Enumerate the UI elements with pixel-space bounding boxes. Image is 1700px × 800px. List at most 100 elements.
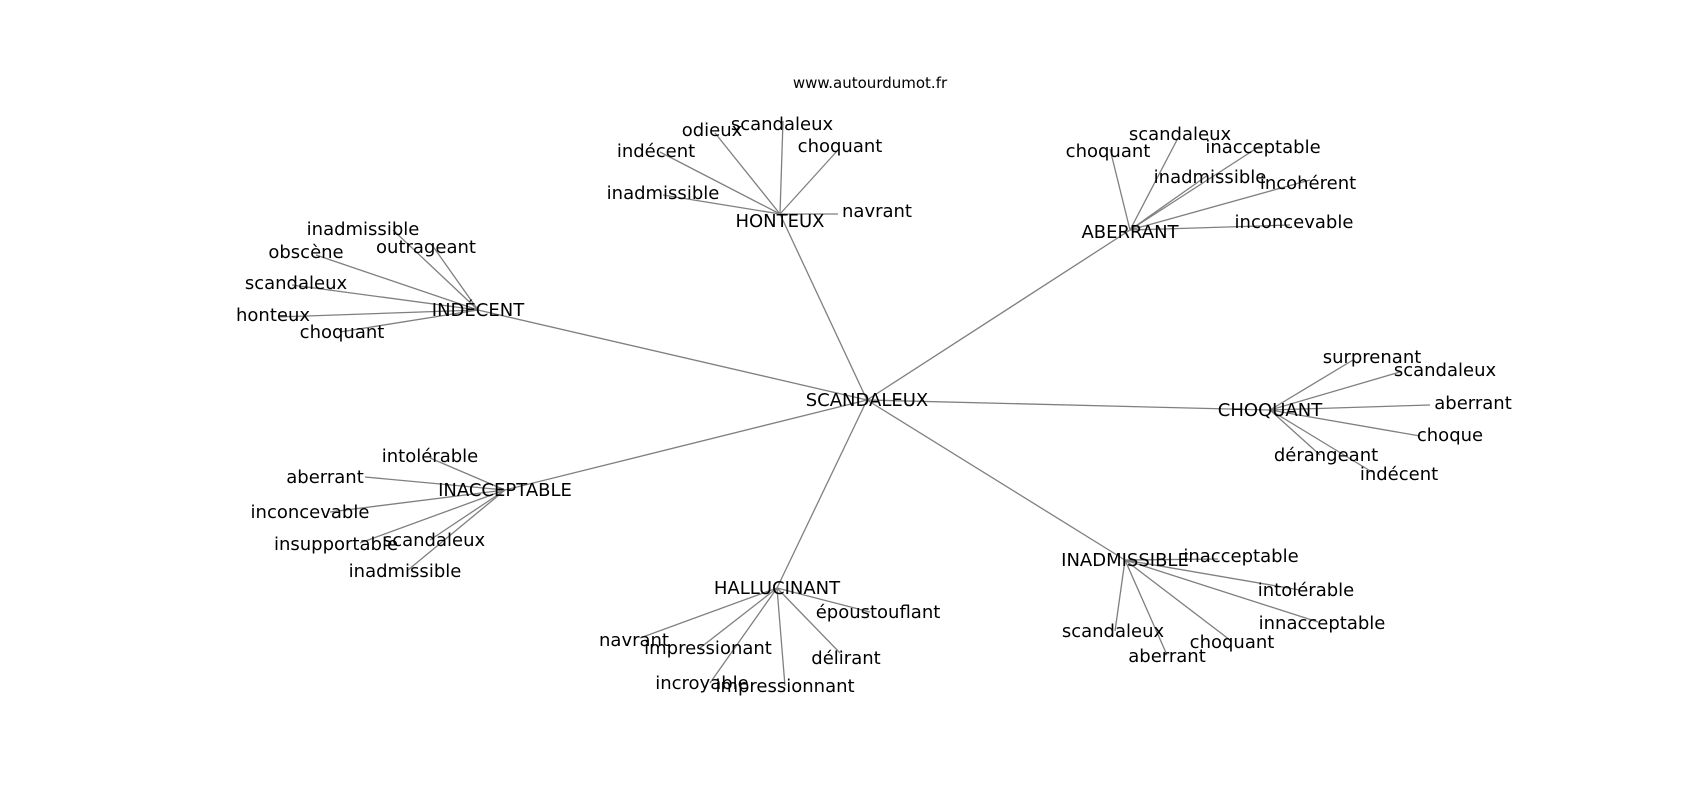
edge-honteux-scandaleux <box>779 120 784 215</box>
edge-inacceptable-inadmissible <box>407 489 506 571</box>
node-honteux-navrant: navrant <box>842 201 912 222</box>
node-hallucinant-incroyable: incroyable <box>655 673 749 694</box>
edge-center-honteux <box>779 213 868 401</box>
node-hub-inacceptable: INACCEPTABLE <box>438 480 572 501</box>
source-watermark: www.autourdumot.fr <box>793 74 948 92</box>
edge-honteux-odieux <box>714 132 781 215</box>
edge-center-indecent <box>477 309 868 401</box>
node-inacceptable-aberrant: aberrant <box>286 467 364 488</box>
edge-choquant-indecent <box>1269 409 1373 473</box>
node-hallucinant-impressionant: impressionant <box>644 638 772 659</box>
node-inacceptable-insupportable: insupportable <box>274 534 398 555</box>
edge-inadmissible-innacceptable <box>1124 559 1319 623</box>
edge-indecent-obscene <box>315 254 479 311</box>
node-choquant-surprenant: surprenant <box>1323 347 1422 368</box>
node-choquant-aberrant: aberrant <box>1434 393 1512 414</box>
edge-indecent-inadmissible <box>392 229 479 311</box>
node-aberrant-choquant: choquant <box>1066 141 1151 162</box>
edge-hallucinant-navrant <box>639 587 778 639</box>
node-hallucinant-impressionnant: impressionnant <box>715 676 854 697</box>
node-hub-inadmissible: INADMISSIBLE <box>1061 550 1189 571</box>
edge-choquant-scandaleux <box>1269 371 1401 411</box>
edge-center-hallucinant <box>776 399 868 589</box>
node-honteux-indecent: indécent <box>617 141 695 162</box>
node-honteux-scandaleux: scandaleux <box>731 114 834 135</box>
edge-hallucinant-impressionant <box>699 587 778 649</box>
edge-choquant-surprenant <box>1269 359 1354 411</box>
edge-aberrant-inconcevable <box>1129 224 1291 231</box>
node-inadmissible-choquant: choquant <box>1190 632 1275 653</box>
node-aberrant-inadmissible: inadmissible <box>1154 167 1267 188</box>
edge-inadmissible-choquant <box>1124 559 1231 641</box>
node-hallucinant-navrant: navrant <box>599 630 669 651</box>
edge-honteux-indecent <box>659 151 781 215</box>
edge-inacceptable-inconcevable <box>329 489 506 513</box>
node-hallucinant-epoustouflant: époustouflant <box>816 602 941 623</box>
edge-inadmissible-inacceptable <box>1124 558 1219 561</box>
node-honteux-choquant: choquant <box>798 136 883 157</box>
node-inacceptable-intolerable: intolérable <box>382 446 479 467</box>
edges <box>277 120 1431 687</box>
edge-indecent-choquant <box>339 309 479 333</box>
node-aberrant-incoherent: incohérent <box>1260 173 1356 194</box>
edge-inadmissible-scandaleux <box>1114 559 1126 632</box>
edge-inacceptable-aberrant <box>364 476 506 491</box>
node-inacceptable-inconcevable: inconcevable <box>251 502 370 523</box>
node-honteux-odieux: odieux <box>682 120 743 141</box>
node-indecent-obscene: obscène <box>268 242 343 263</box>
node-choquant-indecent: indécent <box>1360 464 1438 485</box>
edge-center-aberrant <box>866 229 1131 401</box>
node-inadmissible-aberrant: aberrant <box>1128 646 1206 667</box>
edge-inacceptable-insupportable <box>359 489 506 544</box>
edge-indecent-outrageant <box>431 244 479 311</box>
edge-inadmissible-aberrant <box>1124 559 1168 656</box>
node-inacceptable-inadmissible: inadmissible <box>349 561 462 582</box>
node-indecent-choquant: choquant <box>300 322 385 343</box>
edge-hallucinant-epoustouflant <box>776 587 871 613</box>
node-hub-indecent: INDÉCENT <box>432 299 525 321</box>
node-hallucinant-delirant: délirant <box>811 648 880 669</box>
edge-hallucinant-impressionnant <box>776 587 786 687</box>
edge-aberrant-scandaleux <box>1129 137 1179 231</box>
node-hub-hallucinant: HALLUCINANT <box>714 578 841 599</box>
edge-honteux-choquant <box>779 149 839 215</box>
edge-honteux-inadmissible <box>662 194 781 215</box>
node-indecent-inadmissible: inadmissible <box>307 219 420 240</box>
edge-indecent-scandaleux <box>291 284 479 311</box>
node-hub-honteux: HONTEUX <box>735 211 824 232</box>
node-aberrant-scandaleux: scandaleux <box>1129 124 1232 145</box>
node-choquant-derangeant: dérangeant <box>1274 445 1378 466</box>
node-indecent-honteux: honteux <box>236 305 310 326</box>
edge-indecent-honteux <box>277 309 479 318</box>
edge-hallucinant-delirant <box>776 587 841 654</box>
edge-center-inacceptable <box>504 399 868 491</box>
node-center: SCANDALEUX <box>806 390 929 411</box>
node-aberrant-inacceptable: inacceptable <box>1205 137 1320 158</box>
node-choquant-scandaleux: scandaleux <box>1394 360 1497 381</box>
node-indecent-scandaleux: scandaleux <box>245 273 348 294</box>
node-honteux-inadmissible: inadmissible <box>607 183 720 204</box>
edge-inacceptable-scandaleux <box>429 489 506 541</box>
node-inacceptable-scandaleux: scandaleux <box>383 530 486 551</box>
node-hub-aberrant: ABERRANT <box>1081 222 1179 243</box>
node-inadmissible-intolerable: intolérable <box>1258 580 1355 601</box>
node-indecent-outrageant: outrageant <box>376 237 476 258</box>
node-choquant-choque: choque <box>1417 425 1483 446</box>
edge-center-choquant <box>866 399 1271 411</box>
edge-center-inadmissible <box>866 399 1126 561</box>
edge-choquant-derangeant <box>1269 409 1321 456</box>
edge-choquant-choque <box>1269 409 1421 437</box>
edge-aberrant-inadmissible <box>1129 174 1209 231</box>
edge-aberrant-inacceptable <box>1129 145 1261 231</box>
edge-aberrant-choquant <box>1109 148 1131 231</box>
edge-choquant-aberrant <box>1269 404 1431 411</box>
node-inadmissible-scandaleux: scandaleux <box>1062 621 1165 642</box>
edge-hallucinant-incroyable <box>709 587 778 684</box>
edge-inadmissible-intolerable <box>1124 559 1301 591</box>
node-aberrant-inconcevable: inconcevable <box>1235 212 1354 233</box>
node-hub-choquant: CHOQUANT <box>1218 400 1323 421</box>
edge-aberrant-incoherent <box>1129 179 1311 231</box>
node-inadmissible-inacceptable: inacceptable <box>1183 546 1298 567</box>
